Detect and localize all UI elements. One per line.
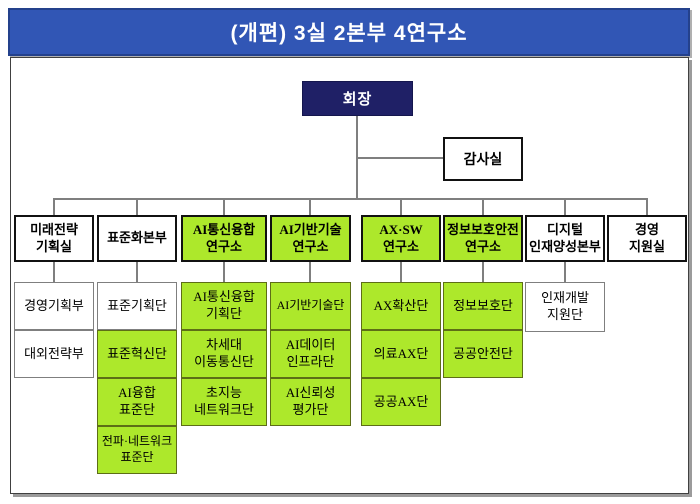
dept-box-digital-talent-hq: 디지털 인재양성본부 xyxy=(525,215,605,262)
dept-box-ai-comm-convergence-lab: AI통신융합 연구소 xyxy=(181,215,267,262)
connector-line xyxy=(53,262,55,282)
unit-box: AX확산단 xyxy=(361,282,441,330)
unit-box: 인재개발 지원단 xyxy=(525,282,605,332)
connector-line xyxy=(53,198,55,215)
dept-box-ai-foundation-tech-lab: AI기반기술 연구소 xyxy=(270,215,351,262)
dept-box-standardization-hq: 표준화본부 xyxy=(97,215,177,262)
connector-line xyxy=(400,262,402,282)
unit-box: AI신뢰성 평가단 xyxy=(270,378,351,426)
title-bar: (개편) 3실 2본부 4연구소 xyxy=(8,8,690,56)
dept-box-ax-sw-lab: AX·SW 연구소 xyxy=(361,215,441,262)
dept-box-management-support-office: 경영 지원실 xyxy=(607,215,687,262)
connector-line xyxy=(136,198,138,215)
connector-line xyxy=(564,262,566,282)
connector-line xyxy=(223,198,225,215)
unit-box: 공공안전단 xyxy=(443,330,523,378)
connector-line xyxy=(223,262,225,282)
unit-box: 경영기획부 xyxy=(14,282,94,330)
unit-box: 초지능 네트워크단 xyxy=(181,378,267,426)
dept-box-infosec-safety-lab: 정보보호안전 연구소 xyxy=(443,215,523,262)
unit-box: 표준혁신단 xyxy=(97,330,177,378)
dept-box-future-strategy-office: 미래전략 기획실 xyxy=(14,215,94,262)
unit-box: 의료AX단 xyxy=(361,330,441,378)
page-title: (개편) 3실 2본부 4연구소 xyxy=(230,22,468,45)
audit-office-box: 감사실 xyxy=(443,137,523,181)
unit-box: AI통신융합 기획단 xyxy=(181,282,267,330)
connector-line xyxy=(400,198,402,215)
unit-box: 공공AX단 xyxy=(361,378,441,426)
connector-line xyxy=(53,198,648,200)
unit-box: 전파·네트워크 표준단 xyxy=(97,426,177,474)
connector-line xyxy=(482,198,484,215)
unit-box: AI데이터 인프라단 xyxy=(270,330,351,378)
connector-line xyxy=(309,198,311,215)
connector-line xyxy=(136,262,138,282)
connector-line xyxy=(646,198,648,215)
connector-line xyxy=(482,262,484,282)
unit-box: 차세대 이동통신단 xyxy=(181,330,267,378)
unit-box: AI기반기술단 xyxy=(270,282,351,330)
unit-box: AI융합 표준단 xyxy=(97,378,177,426)
connector-line xyxy=(564,198,566,215)
unit-box: 대외전략부 xyxy=(14,330,94,378)
connector-line xyxy=(357,157,443,159)
unit-box: 표준기획단 xyxy=(97,282,177,330)
chairman-box: 회장 xyxy=(302,81,413,116)
unit-box: 정보보호단 xyxy=(443,282,523,330)
connector-line xyxy=(309,262,311,282)
